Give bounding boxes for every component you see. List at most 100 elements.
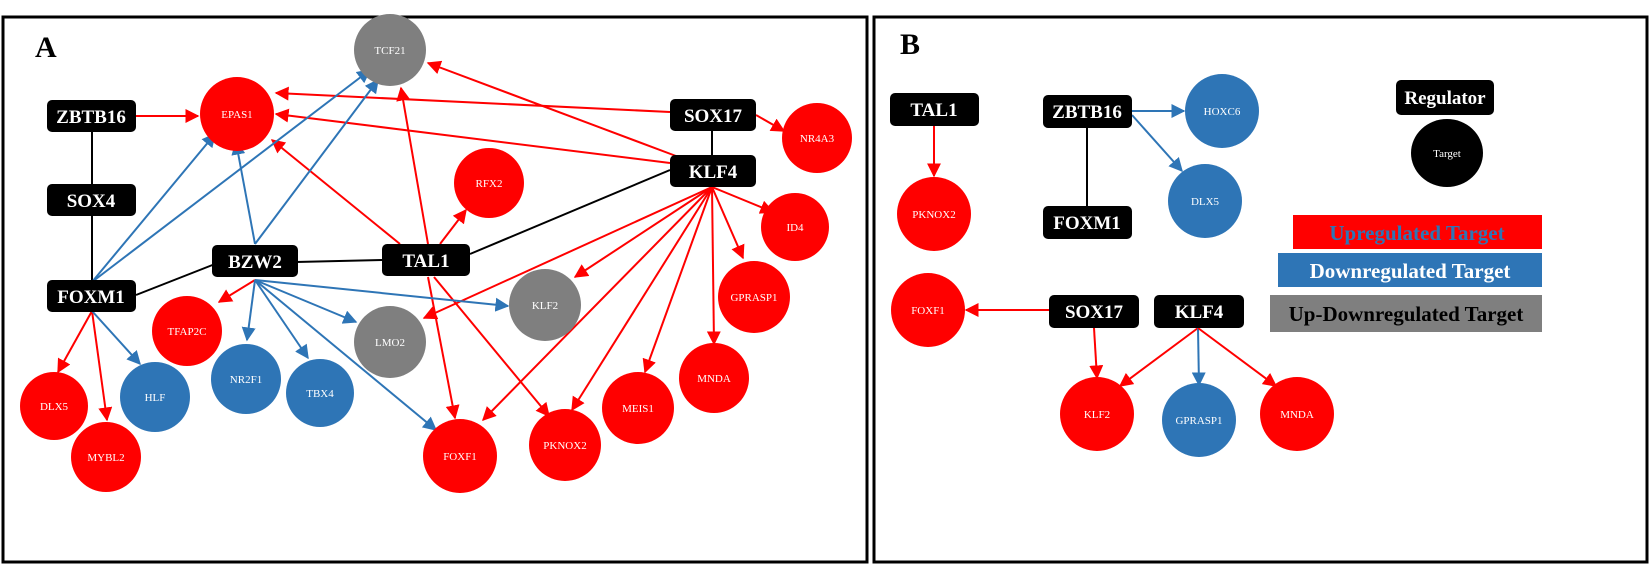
regulator-box xyxy=(212,245,298,277)
edge-sox17-nr4a3 xyxy=(755,114,786,132)
target-label: HLF xyxy=(145,392,166,404)
target-label: ID4 xyxy=(786,222,804,234)
target-node: DLX5 xyxy=(20,372,88,440)
edge-klf4-gprasp1 xyxy=(711,186,745,260)
regulator-label: ZBTB16 xyxy=(56,107,126,128)
legend-target: Target xyxy=(1411,119,1483,187)
edge-sox17-klf2 xyxy=(1089,327,1104,380)
target-circle xyxy=(454,148,524,218)
regulator-box xyxy=(670,155,756,187)
regulator-label: SOX17 xyxy=(1065,302,1124,323)
panel-a-label: A xyxy=(35,31,57,64)
target-label: DLX5 xyxy=(40,401,69,413)
target-label: FOXF1 xyxy=(911,305,945,317)
target-label: PKNOX2 xyxy=(543,440,586,452)
edge-bzw2-foxf1 xyxy=(254,279,438,431)
link-bzw2-tal1 xyxy=(295,259,383,263)
target-node: EPAS1 xyxy=(200,77,274,151)
target-circle xyxy=(20,372,88,440)
target-label: TFAP2C xyxy=(168,326,207,338)
regulator-node: FOXM1 xyxy=(47,280,136,312)
regulator-node: FOXM1 xyxy=(1043,206,1132,239)
target-node: RFX2 xyxy=(454,148,524,218)
legend-updown-swatch xyxy=(1270,295,1542,332)
target-circle xyxy=(286,359,354,427)
edge-klf4-meis1 xyxy=(642,186,713,374)
edge-foxm1-epas1 xyxy=(91,132,216,283)
edge-tal1-tcf21 xyxy=(396,86,429,245)
panel-a-regulators: ZBTB16 SOX4 FOXM1 BZW2 TAL1 SOX17 KLF4 xyxy=(47,99,756,312)
target-node: KLF2 xyxy=(1060,377,1134,451)
regulator-node: TAL1 xyxy=(382,244,470,276)
target-circle xyxy=(211,344,281,414)
edge-klf4-tcf21 xyxy=(426,60,677,157)
regulator-label: SOX4 xyxy=(67,191,116,212)
legend-upregulated-label: Upregulated Target xyxy=(1329,221,1504,245)
target-circle xyxy=(71,422,141,492)
edge-bzw2-nr2f1 xyxy=(241,279,256,342)
edge-bzw2-epas1 xyxy=(231,140,256,245)
panel-a-edges xyxy=(57,60,786,431)
regulator-box xyxy=(47,184,136,216)
target-node: TBX4 xyxy=(286,359,354,427)
legend-downregulated: Downregulated Target xyxy=(1278,253,1542,287)
target-circle xyxy=(1162,383,1236,457)
regulator-node: BZW2 xyxy=(212,245,298,277)
edge-klf4-foxf1 xyxy=(482,186,713,421)
target-label: FOXF1 xyxy=(443,451,477,463)
edge-tal1-foxf1 xyxy=(427,276,460,420)
legend-downregulated-label: Downregulated Target xyxy=(1310,259,1511,283)
regulator-label: TAL1 xyxy=(910,100,957,121)
target-label: MNDA xyxy=(1280,409,1314,421)
regulator-node: SOX17 xyxy=(1049,295,1139,328)
target-label: LMO2 xyxy=(375,337,405,349)
target-label: MYBL2 xyxy=(87,452,124,464)
regulator-box xyxy=(670,99,756,131)
regulator-box xyxy=(1049,295,1139,328)
regulator-label: ZBTB16 xyxy=(1052,102,1122,123)
edge-bzw2-klf2 xyxy=(254,279,510,312)
target-circle xyxy=(1168,164,1242,238)
target-circle xyxy=(120,362,190,432)
target-label: GPRASP1 xyxy=(1175,415,1222,427)
edge-klf4-pknox2 xyxy=(571,186,713,412)
regulator-node: SOX17 xyxy=(670,99,756,131)
regulator-node: SOX4 xyxy=(47,184,136,216)
target-node: TCF21 xyxy=(354,14,426,86)
target-circle xyxy=(423,419,497,493)
panel-b-label: B xyxy=(900,28,920,61)
legend-target-circle xyxy=(1411,119,1483,187)
edge-foxm1-tcf21 xyxy=(91,69,372,283)
regulator-node: ZBTB16 xyxy=(47,100,136,132)
panel-b-regulators: TAL1 ZBTB16 FOXM1 SOX17 KLF4 xyxy=(890,93,1244,328)
edge-klf4-gprasp1 xyxy=(1191,327,1206,387)
target-label: GPRASP1 xyxy=(730,292,777,304)
target-label: PKNOX2 xyxy=(912,209,955,221)
regulator-node: ZBTB16 xyxy=(1043,95,1132,128)
legend-regulator: Regulator xyxy=(1396,80,1494,115)
edge-klf4-mnda xyxy=(1197,327,1278,387)
edge-klf4-klf2 xyxy=(573,186,713,278)
target-label: RFX2 xyxy=(476,178,503,190)
target-node: NR2F1 xyxy=(211,344,281,414)
target-label: MEIS1 xyxy=(622,403,654,415)
regulator-box xyxy=(47,280,136,312)
target-circle xyxy=(679,343,749,413)
legend-regulator-label: Regulator xyxy=(1404,88,1486,109)
target-node: NR4A3 xyxy=(782,103,852,173)
legend: Regulator Target Upregulated Target Down… xyxy=(1270,80,1542,332)
regulator-box xyxy=(382,244,470,276)
target-label: MNDA xyxy=(697,373,731,385)
target-circle xyxy=(1260,377,1334,451)
target-label: NR4A3 xyxy=(800,133,835,145)
target-circle xyxy=(200,77,274,151)
target-label: EPAS1 xyxy=(221,109,252,121)
regulator-box xyxy=(47,100,136,132)
edge-bzw2-tfap2c xyxy=(217,279,256,303)
legend-upregulated: Upregulated Target xyxy=(1293,215,1542,249)
target-circle xyxy=(897,177,971,251)
target-label: DLX5 xyxy=(1191,196,1220,208)
legend-downregulated-swatch xyxy=(1278,253,1542,287)
regulator-label: TAL1 xyxy=(402,251,449,272)
